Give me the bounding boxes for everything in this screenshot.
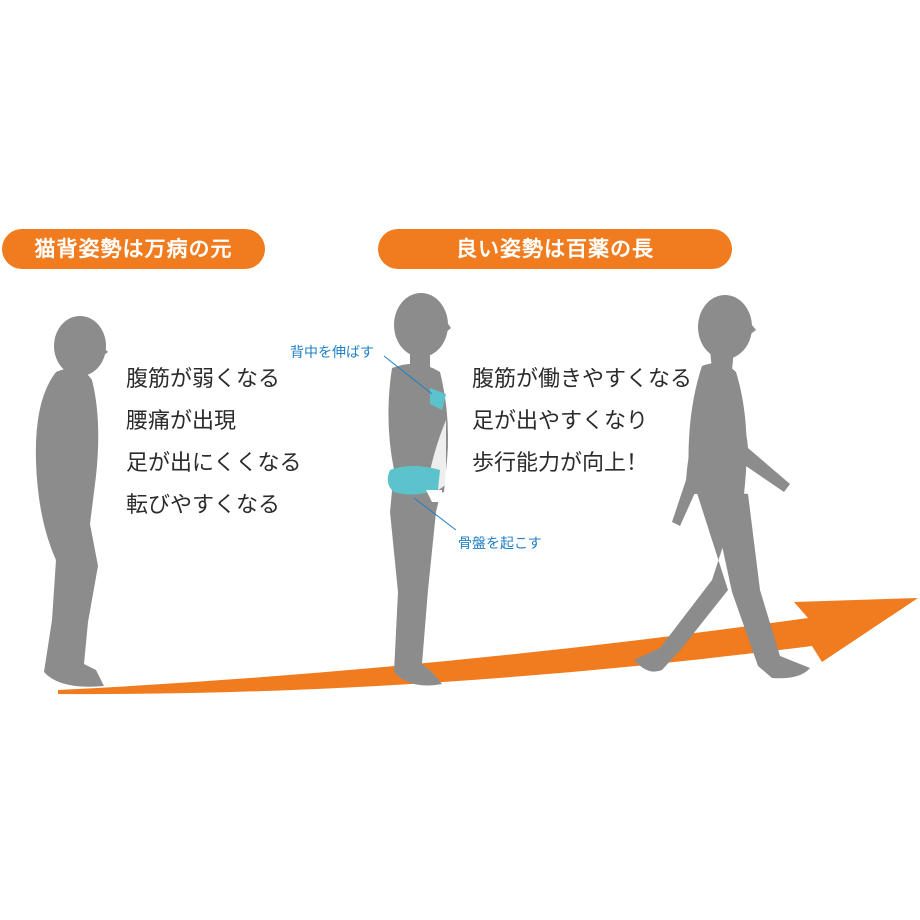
upright-figure-icon bbox=[383, 293, 457, 686]
list-item: 腹筋が弱くなる bbox=[126, 367, 281, 392]
list-item: 腹筋が働きやすくなる bbox=[472, 367, 693, 392]
improvement-arrow bbox=[58, 598, 918, 695]
good-posture-label: 良い姿勢は百薬の長 bbox=[378, 229, 732, 269]
slouch-posture-label: 猫背姿勢は万病の元 bbox=[2, 229, 265, 269]
list-item: 転びやすくなる bbox=[126, 493, 281, 518]
list-item: 足が出にくくなる bbox=[126, 451, 302, 476]
list-item: 腰痛が出現 bbox=[126, 409, 237, 434]
list-item: 足が出やすくなり bbox=[472, 409, 649, 434]
slouch-effects-list: 腹筋が弱くなる 腰痛が出現 足が出にくくなる 転びやすくなる bbox=[126, 359, 302, 527]
good-posture-effects-list: 腹筋が働きやすくなる 足が出やすくなり 歩行能力が向上！ bbox=[472, 359, 692, 485]
slouched-figure-icon bbox=[35, 316, 108, 687]
back-annotation: 背中を伸ばす bbox=[290, 345, 374, 361]
list-item: 歩行能力が向上！ bbox=[472, 451, 649, 476]
walking-figure-icon bbox=[634, 295, 810, 679]
pelvis-annotation: 骨盤を起こす bbox=[458, 536, 542, 552]
